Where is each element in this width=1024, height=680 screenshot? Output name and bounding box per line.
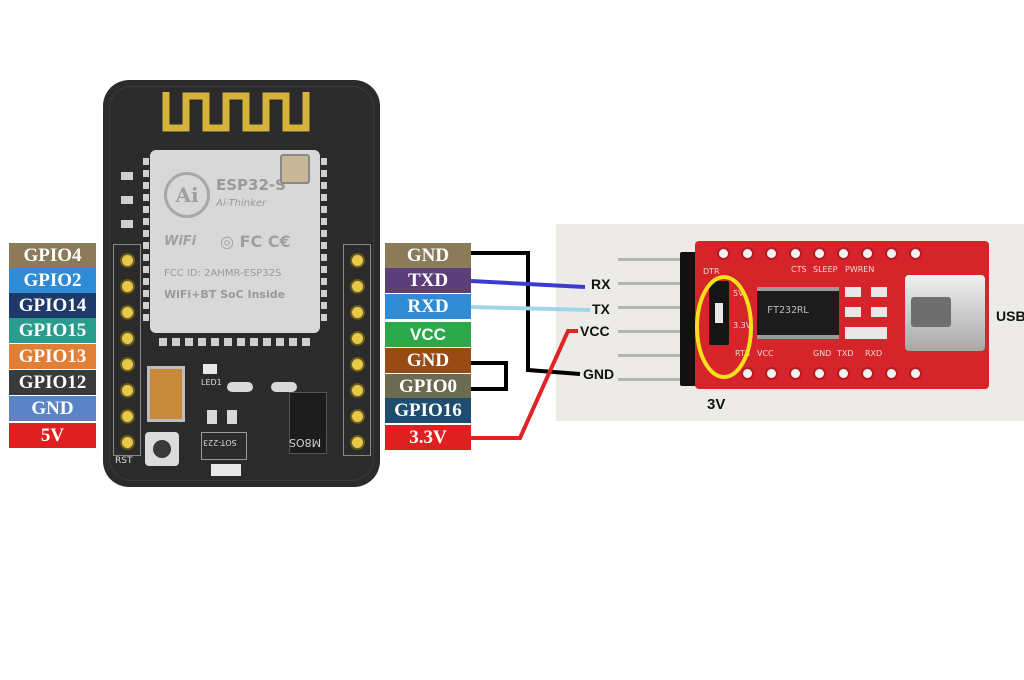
smd-component xyxy=(845,307,861,317)
board-hole xyxy=(861,247,874,260)
jumper-silk-5v: 5V xyxy=(733,289,744,298)
board-hole xyxy=(909,367,922,380)
mini-usb-connector[interactable] xyxy=(905,275,985,351)
board-hole xyxy=(813,247,826,260)
voltage-jumper[interactable] xyxy=(709,281,729,345)
board-hole xyxy=(909,247,922,260)
right-pin-label: GPIO0 xyxy=(385,374,471,399)
left-pin-label: GPIO12 xyxy=(9,370,96,395)
right-pin-label: GPIO16 xyxy=(385,398,471,423)
gpio0-gnd-jumper xyxy=(471,361,508,391)
gnd-wire xyxy=(471,251,581,376)
board-hole xyxy=(741,367,754,380)
usb-label: USB xyxy=(996,308,1024,324)
silk-label: CTS xyxy=(791,265,807,274)
smd-component xyxy=(845,327,887,339)
board-hole xyxy=(813,367,826,380)
jumper-highlight xyxy=(695,275,753,379)
jumper-silk-3v3: 3.3V xyxy=(733,321,752,330)
silk-label: PWREN xyxy=(845,265,875,274)
board-hole xyxy=(765,367,778,380)
smd-component xyxy=(845,287,861,297)
left-pin-label: GPIO4 xyxy=(9,243,96,268)
right-pin-label: RXD xyxy=(385,294,471,319)
silk-label: GND xyxy=(813,349,832,358)
silk-label: SLEEP xyxy=(813,265,838,274)
rx-wire-label: RX xyxy=(591,276,611,292)
board-hole xyxy=(861,367,874,380)
board-hole xyxy=(837,367,850,380)
left-pin-label: GPIO2 xyxy=(9,268,96,293)
left-pin-label: GPIO14 xyxy=(9,293,96,318)
rx-wire xyxy=(470,305,591,312)
left-pin-label: GPIO15 xyxy=(9,318,96,343)
left-pin-label: 5V xyxy=(9,423,96,448)
tx-wire-label: TX xyxy=(592,301,610,317)
silk-label: RXD xyxy=(865,349,883,358)
board-hole xyxy=(789,247,802,260)
right-pin-label: 3.3V xyxy=(385,425,471,450)
smd-component xyxy=(871,307,887,317)
silk-label: DTR xyxy=(703,267,720,276)
right-pin-label: VCC xyxy=(385,322,471,347)
board-hole xyxy=(837,247,850,260)
silk-label: TXD xyxy=(837,349,854,358)
right-pin-label: GND xyxy=(385,243,471,268)
ftdi-chip-label: FT232RL xyxy=(767,305,810,316)
jumper-voltage-label: 3V xyxy=(707,396,726,413)
board-hole xyxy=(765,247,778,260)
right-pin-label: GND xyxy=(385,348,471,373)
silk-label: VCC xyxy=(757,349,774,358)
ftdi-chip: FT232RL xyxy=(757,287,839,339)
gnd-wire-label: GND xyxy=(583,366,615,382)
left-pin-label: GND xyxy=(9,396,96,421)
esp32-cam-board: Ai ESP32-S Ai-Thinker WiFi ◎ FC C€ FCC I… xyxy=(103,80,380,487)
tx-wire xyxy=(470,279,586,289)
right-pin-label: TXD xyxy=(385,268,471,293)
vcc-wire-label: VCC xyxy=(580,323,610,339)
board-hole xyxy=(789,367,802,380)
silk-label: RTS xyxy=(735,349,750,358)
pin-header-block xyxy=(680,252,696,386)
board-hole xyxy=(741,247,754,260)
smd-component xyxy=(871,287,887,297)
board-hole xyxy=(885,367,898,380)
board-hole xyxy=(885,247,898,260)
vcc-wire xyxy=(471,329,578,440)
header-pins xyxy=(618,258,696,382)
left-pin-label: GPIO13 xyxy=(9,344,96,369)
board-hole xyxy=(717,247,730,260)
